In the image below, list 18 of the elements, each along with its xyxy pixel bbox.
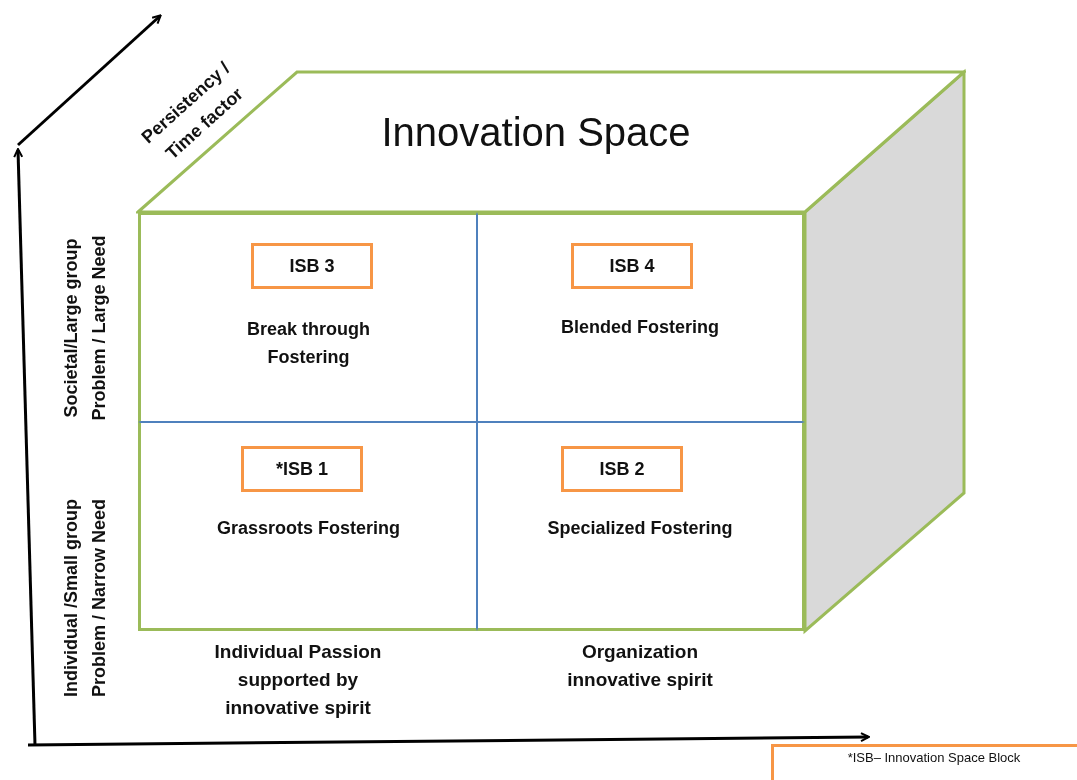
axis-label: Individual Passion supported by innovative spirit	[213, 640, 383, 720]
quadrant-label: Break through Fostering	[246, 318, 371, 369]
block-tag: ISB 2	[561, 446, 683, 492]
quadrant-cell	[138, 422, 477, 631]
axis-label: Societal/Large group Problem / Large Need	[60, 234, 110, 423]
quadrant-label: Specialized Fostering	[546, 517, 734, 540]
block-tag: *ISB 1	[241, 446, 363, 492]
axis-label: Individual /Small group Problem / Narrow Need	[60, 498, 110, 698]
block-tag: ISB 4	[571, 243, 693, 289]
cube-title: Innovation Space	[380, 110, 692, 155]
quadrant-label: Grassroots Fostering	[215, 517, 401, 540]
note-text: *ISB– Innovation Space Block	[846, 749, 1022, 766]
quadrant-label: Blended Fostering	[560, 316, 720, 339]
quadrant-cell	[138, 212, 477, 422]
block-tag: ISB 3	[251, 243, 373, 289]
quadrant-cell	[477, 212, 805, 422]
quadrant-cell	[477, 422, 805, 631]
axis-label: Organization innovative spirit	[566, 640, 714, 692]
